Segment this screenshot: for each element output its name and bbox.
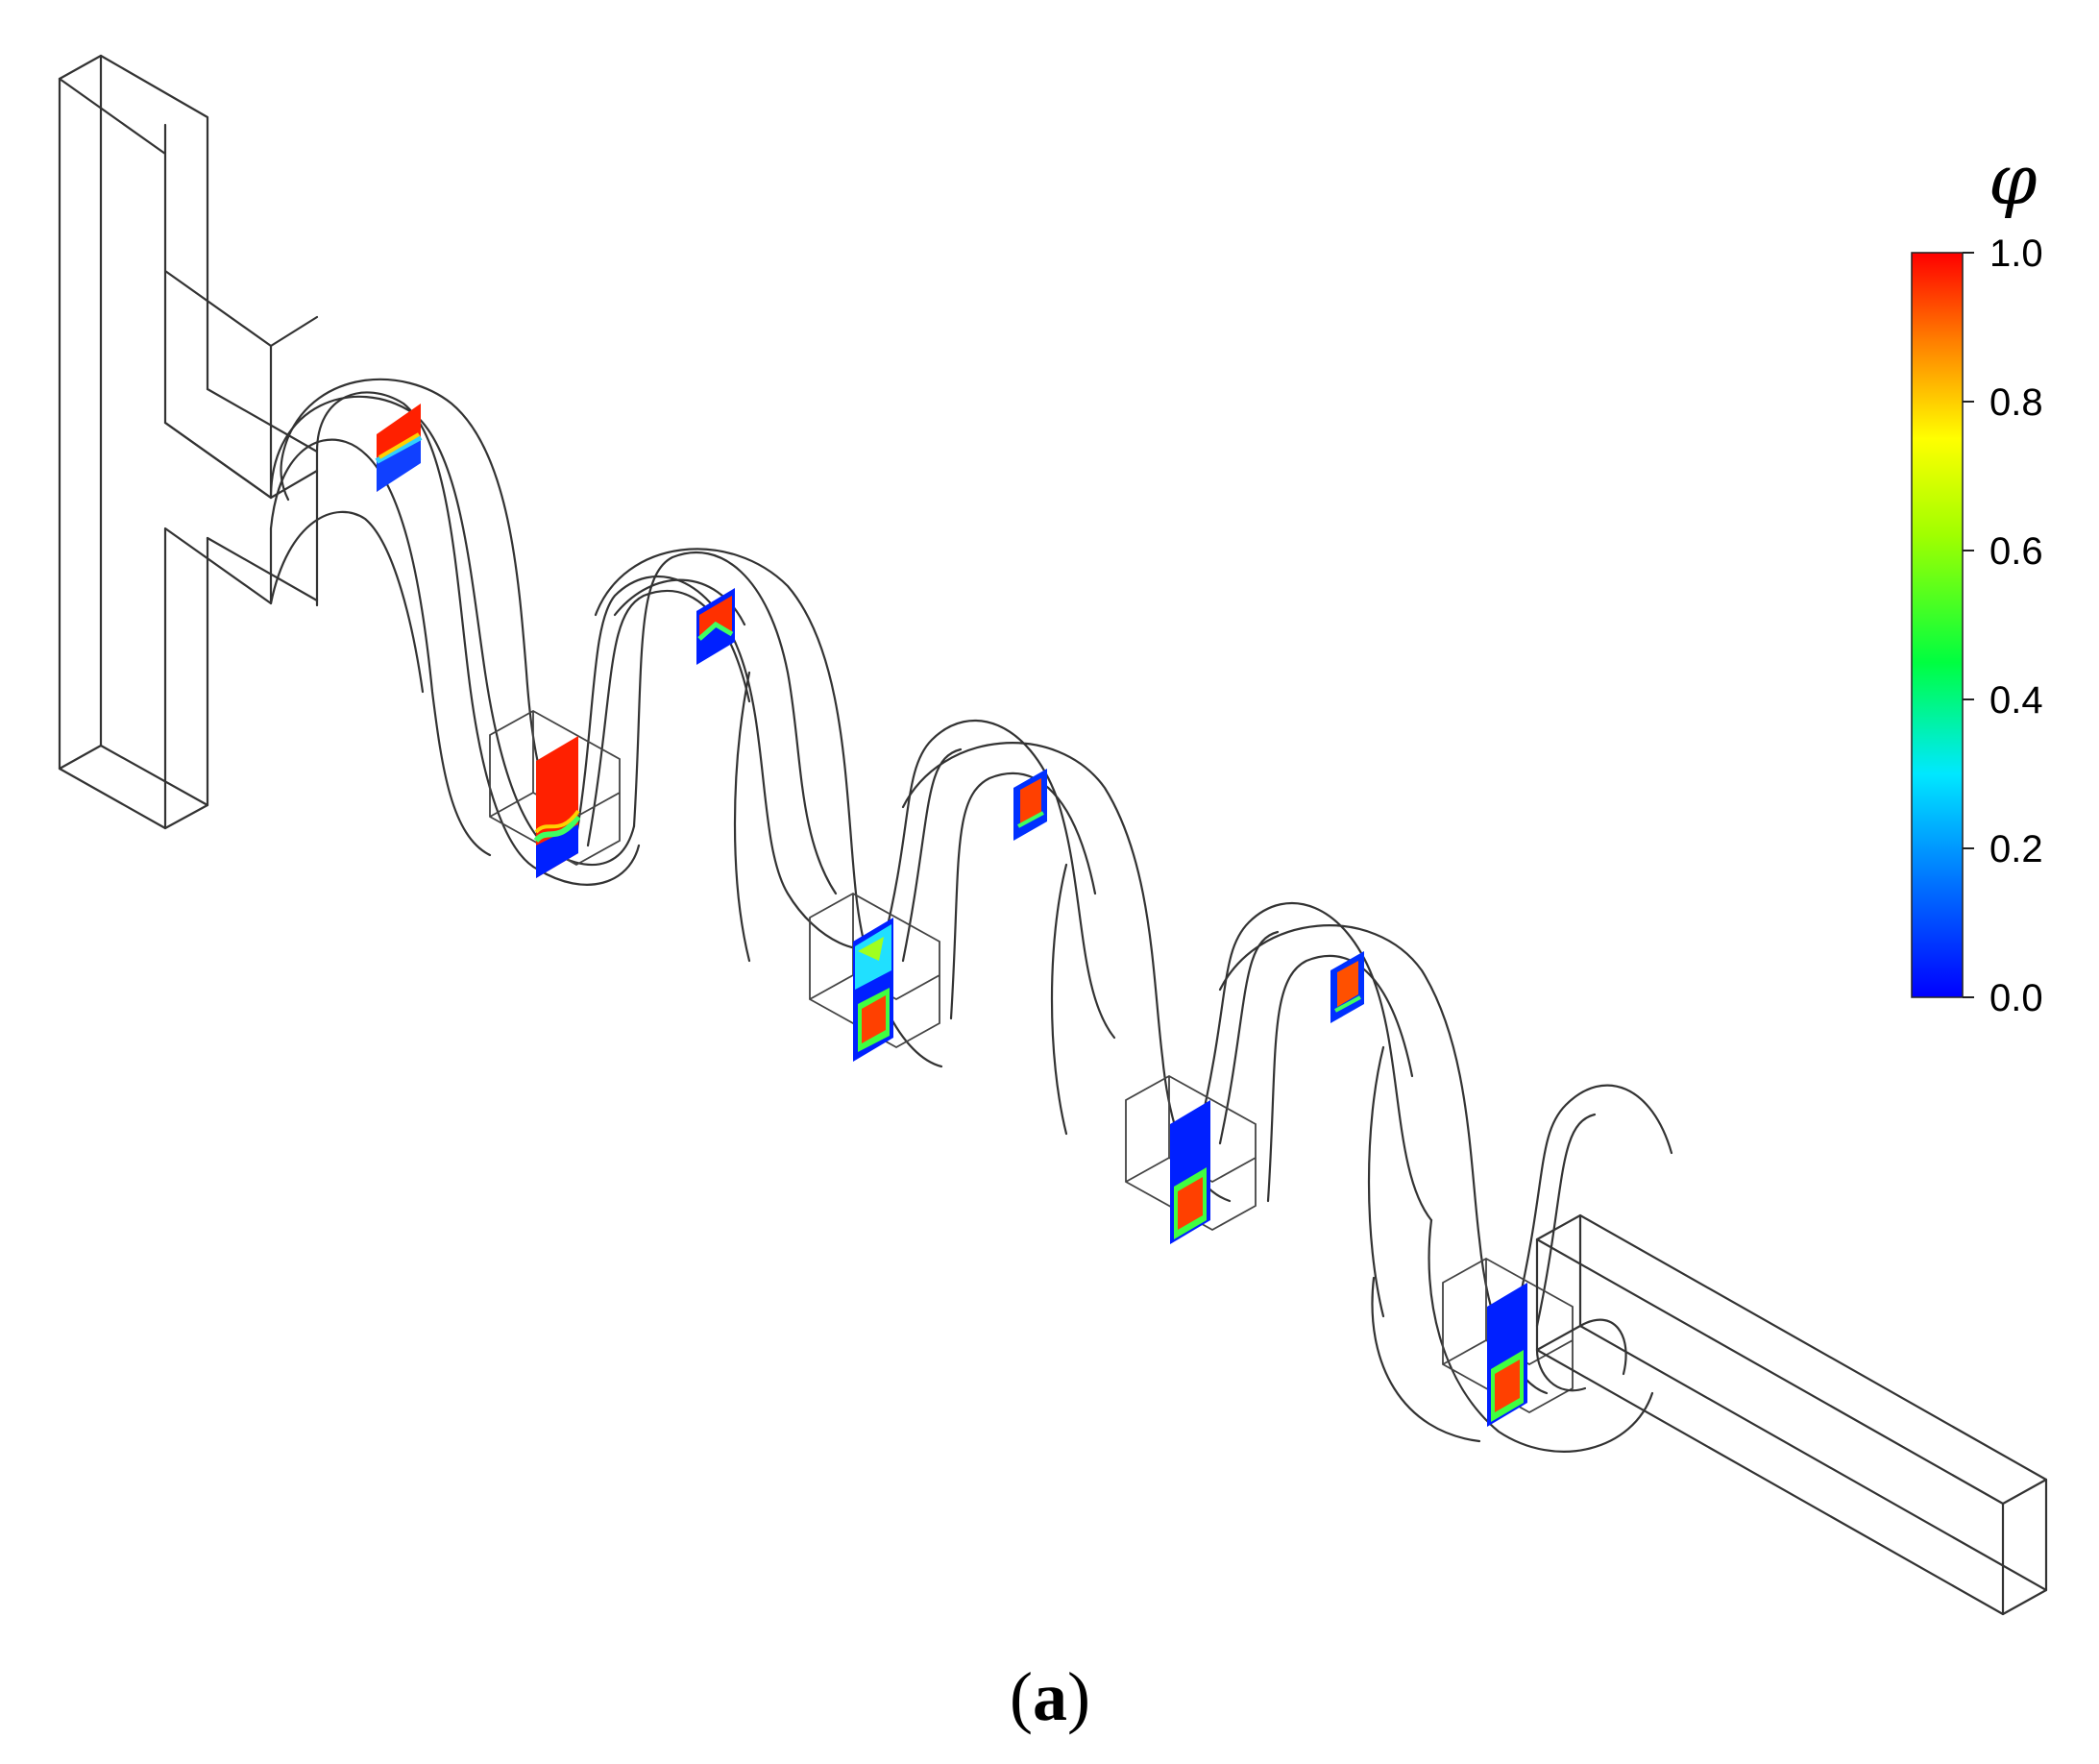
inlet-t-junction [58,54,319,830]
contour-slice-5 [853,918,893,1062]
colorbar-ticks: 1.0 0.8 0.6 0.4 0.2 0.0 [1963,233,2043,1019]
serpentine-channel [269,378,1673,1453]
colorbar-gradient [1911,252,1964,998]
colorbar-tick-label: 0.0 [1989,977,2043,1019]
contour-slice-4 [1013,769,1047,841]
colorbar-tick-label: 0.8 [1989,381,2043,424]
contour-slice-1 [375,404,423,492]
colorbar-title: φ [1989,139,2038,220]
colorbar-tick-label: 1.0 [1989,233,2043,275]
colorbar: φ 1.0 0.8 0.6 0.4 0.2 0.0 [1911,139,2043,1019]
colorbar-tick-label: 0.6 [1989,530,2043,573]
contour-slice-3 [533,736,581,878]
contour-slice-6 [1330,951,1364,1023]
panel-label: (a) [1010,1658,1090,1735]
contour-slice-8 [1487,1283,1527,1427]
contour-slice-7 [1170,1100,1210,1244]
contour-slices [375,404,1527,1427]
colorbar-tick-label: 0.4 [1989,679,2043,722]
contour-slice-2 [696,588,735,665]
outlet-channel [1535,1213,2048,1616]
colorbar-tick-label: 0.2 [1989,828,2043,870]
